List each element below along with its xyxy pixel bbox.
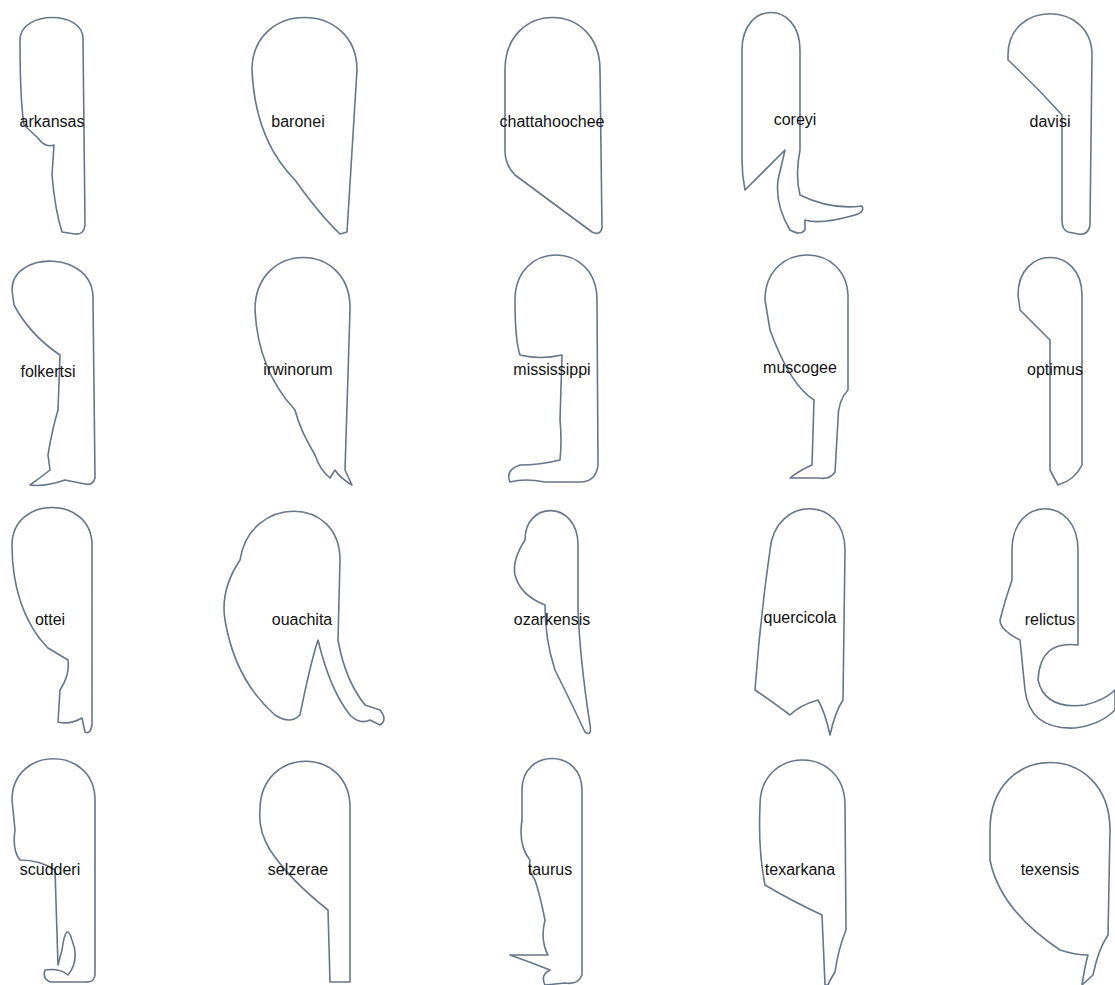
species-outline: texensis: [985, 750, 1115, 985]
species-label: coreyi: [774, 111, 817, 129]
species-label: arkansas: [20, 113, 85, 131]
species-outline: ozarkensis: [490, 500, 620, 740]
outline-path: [1000, 509, 1115, 728]
species-label: baronei: [271, 113, 324, 131]
species-label: texarkana: [765, 861, 835, 879]
species-outline: relictus: [985, 500, 1115, 740]
outline-path: [760, 760, 846, 985]
outline-path: [755, 509, 845, 735]
species-outline: muscogee: [735, 250, 865, 490]
species-label: quercicola: [764, 609, 837, 627]
species-outline: davisi: [985, 5, 1115, 245]
species-outline: chattahoochee: [490, 5, 620, 245]
species-label: texensis: [1021, 861, 1080, 879]
species-outline: taurus: [490, 750, 620, 985]
species-outline: irwinorum: [245, 250, 375, 490]
species-outline: texarkana: [735, 750, 865, 985]
species-label: taurus: [528, 861, 572, 879]
species-label: davisi: [1030, 113, 1071, 131]
species-outline: quercicola: [735, 500, 865, 740]
outline-path: [20, 18, 85, 235]
outline-path: [742, 13, 863, 234]
species-outline: mississippi: [490, 250, 620, 490]
outline-path: [12, 759, 95, 982]
outline-path: [224, 511, 384, 725]
outline-path: [260, 761, 350, 982]
species-label: scudderi: [20, 861, 80, 879]
species-label: selzerae: [268, 861, 328, 879]
species-outline: ottei: [0, 500, 130, 740]
species-label: irwinorum: [263, 361, 332, 379]
species-outline: folkertsi: [0, 250, 130, 490]
species-label: mississippi: [513, 361, 590, 379]
species-outline: ouachita: [245, 500, 375, 740]
species-label: ouachita: [272, 611, 333, 629]
outline-path: [255, 258, 352, 486]
outline-path: [990, 763, 1110, 985]
outline-path: [252, 18, 357, 235]
outline-path: [1008, 14, 1092, 235]
species-outline: selzerae: [245, 750, 375, 985]
species-label: ottei: [35, 611, 65, 629]
outline-path: [12, 261, 95, 485]
outline-path: [509, 255, 598, 482]
species-label: chattahoochee: [500, 113, 605, 131]
species-outline: baronei: [245, 5, 375, 245]
species-outline: scudderi: [0, 750, 130, 985]
species-outline: arkansas: [0, 5, 130, 245]
outline-path: [510, 759, 582, 985]
species-label: muscogee: [763, 359, 837, 377]
species-outline: optimus: [985, 250, 1115, 490]
species-outline: coreyi: [735, 5, 865, 245]
species-label: folkertsi: [20, 363, 75, 381]
outline-path: [12, 508, 92, 733]
species-label: optimus: [1027, 361, 1083, 379]
outline-path: [514, 511, 590, 734]
species-label: ozarkensis: [514, 611, 590, 629]
species-label: relictus: [1025, 611, 1076, 629]
